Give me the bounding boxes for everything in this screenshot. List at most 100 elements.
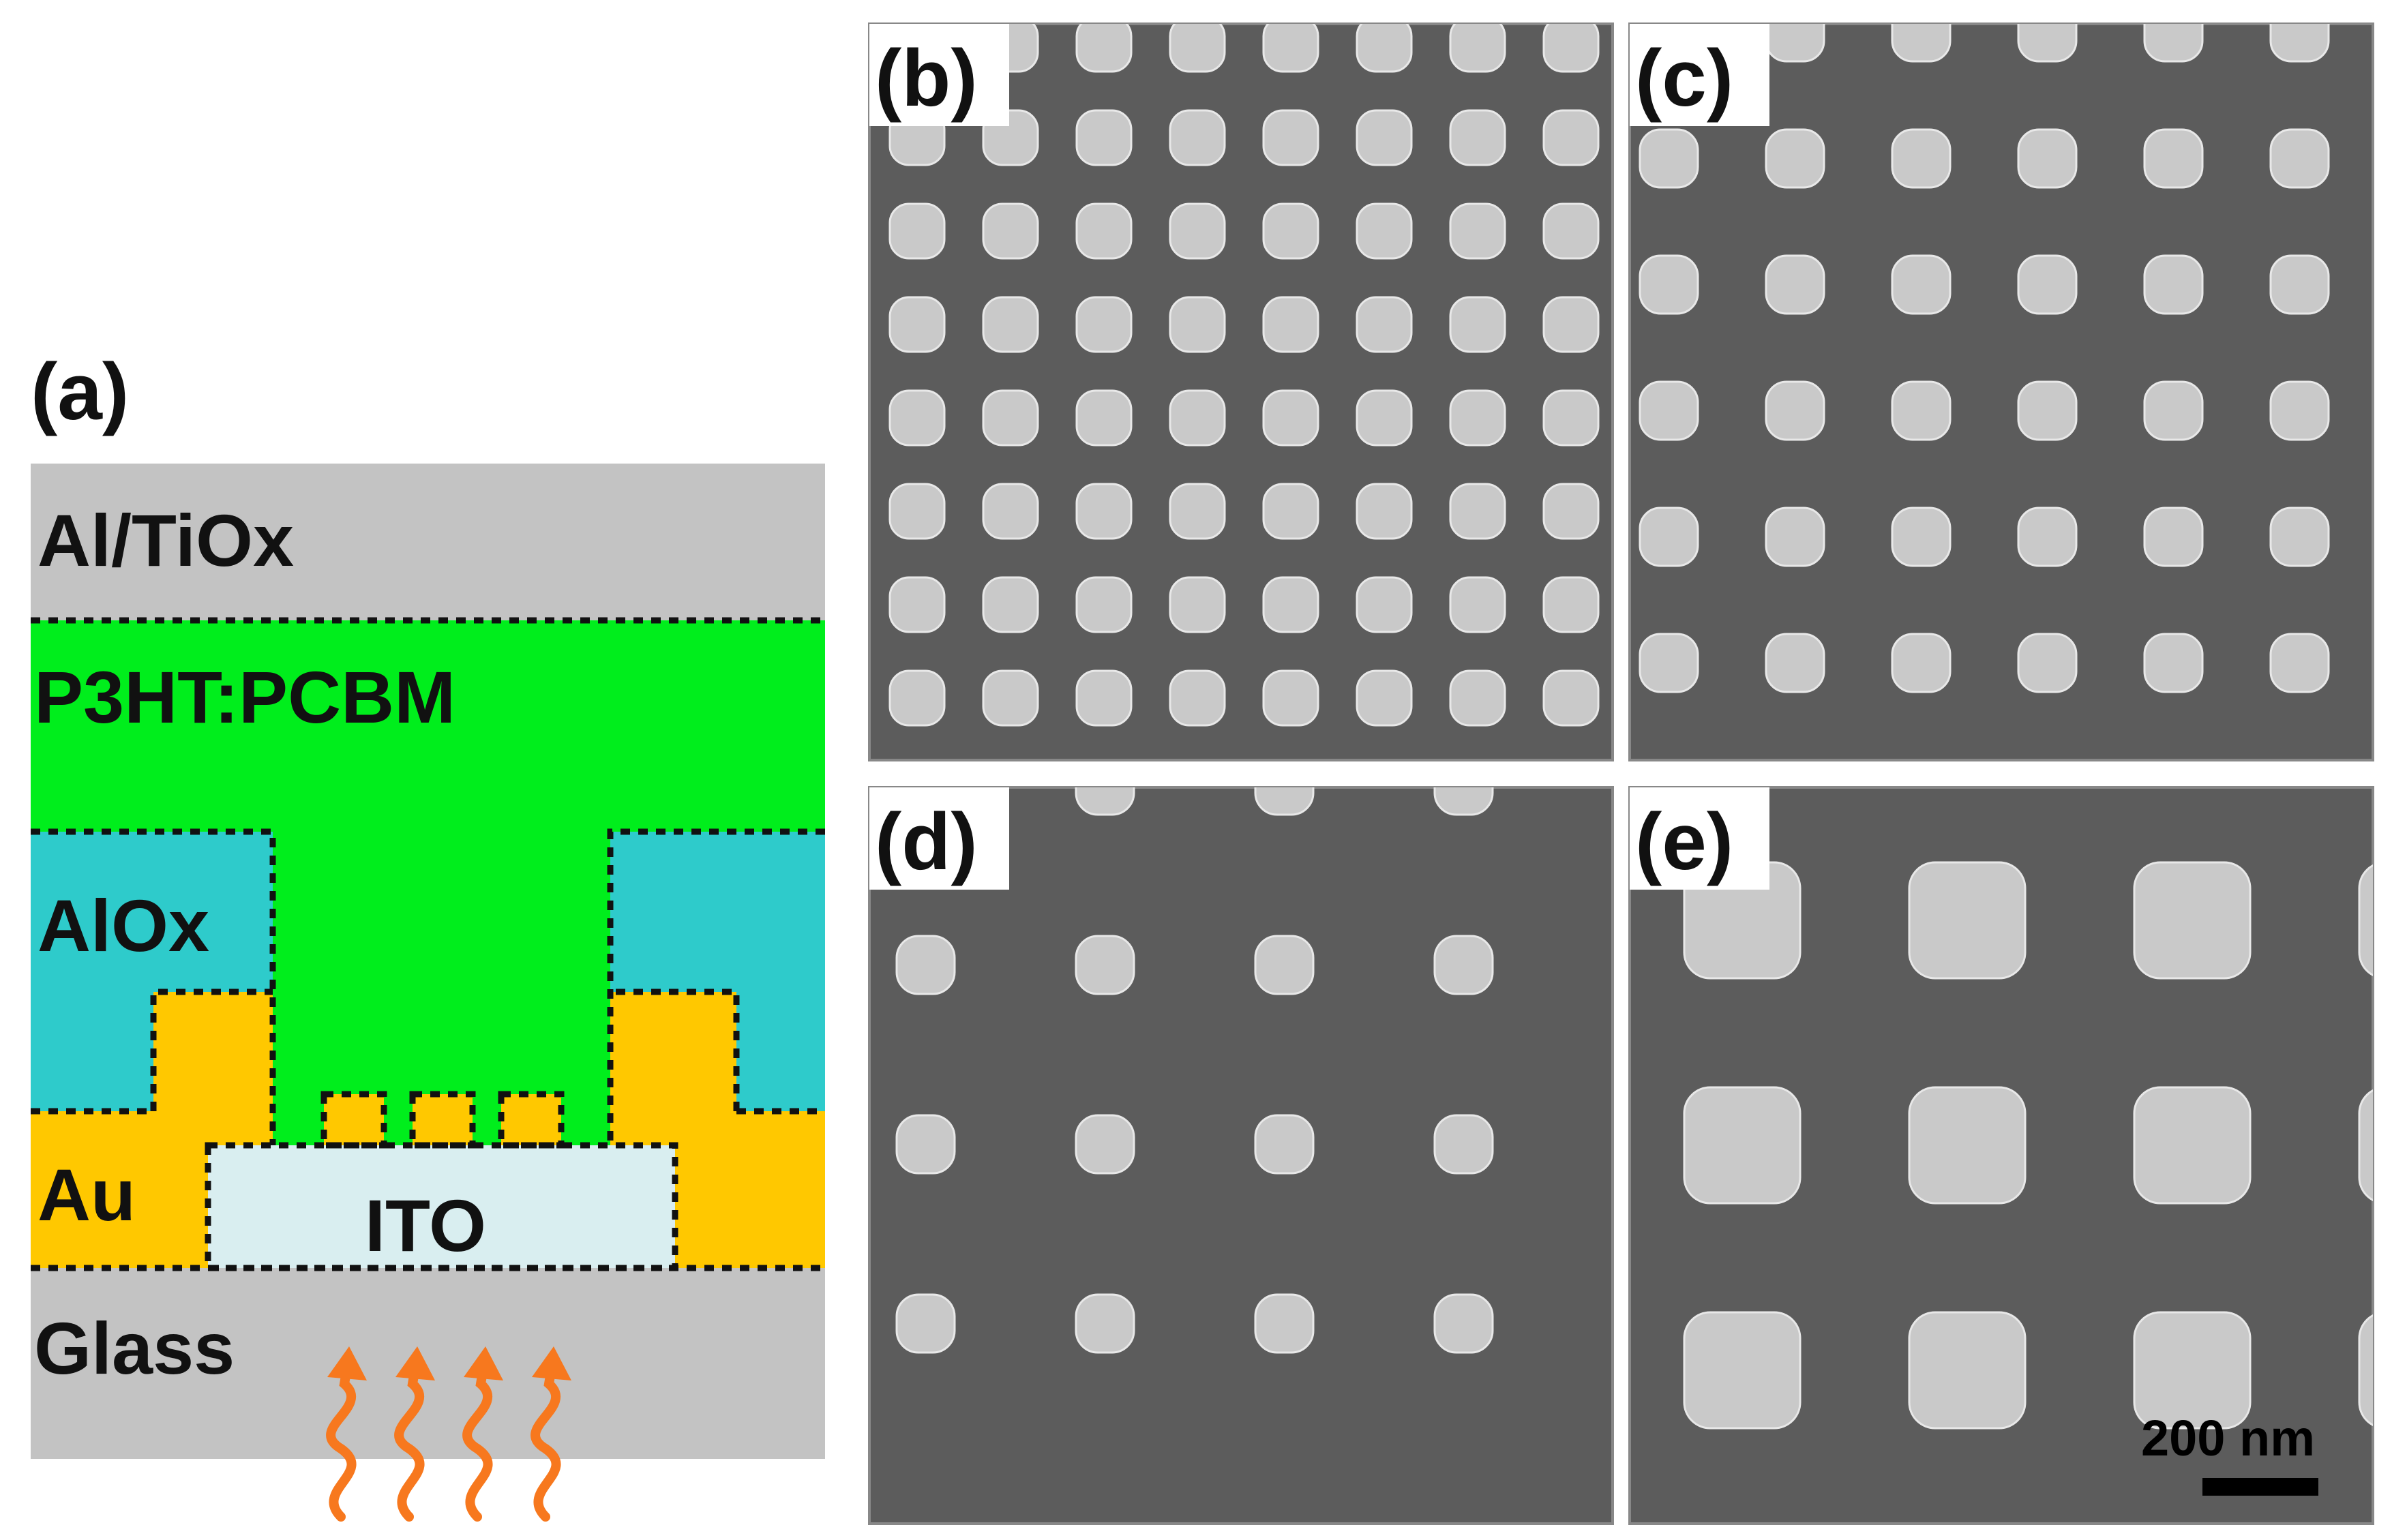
sem-panel-label-background: [1630, 787, 1769, 890]
nanoparticle: [982, 202, 1039, 260]
sem-panel-label-text: (b): [875, 33, 978, 123]
nanoparticle: [1075, 576, 1133, 633]
nanoparticle: [1075, 935, 1135, 995]
nanoparticle: [1075, 787, 1135, 816]
sem-panel-label: (e): [1630, 787, 1769, 890]
nanoparticle: [1542, 576, 1600, 633]
sem-panel: (b): [868, 22, 1614, 761]
nanoparticle: [982, 296, 1039, 353]
nanoparticle: [1639, 633, 1699, 693]
nanoparticle: [2269, 128, 2330, 189]
nanoparticle: [1542, 483, 1600, 540]
nanoparticle: [888, 669, 946, 727]
nanoparticle: [1542, 296, 1600, 353]
light-arrowhead: [395, 1346, 435, 1380]
nanoparticle: [1449, 24, 1506, 73]
label-au: Au: [38, 1153, 136, 1236]
sem-panel-label-text: (d): [875, 797, 978, 887]
nanoparticle: [1639, 128, 1699, 189]
nanoparticle: [1169, 109, 1226, 166]
nanoparticle: [2133, 1311, 2252, 1430]
au-nanostructure: [501, 1094, 561, 1145]
nanoparticle: [2269, 633, 2330, 693]
nanoparticle: [1262, 24, 1319, 73]
nanoparticle: [1262, 296, 1319, 353]
nanoparticle: [888, 296, 946, 353]
sem-panel-label-background: [869, 24, 1009, 126]
nanoparticle: [1542, 109, 1600, 166]
nanoparticle: [888, 202, 946, 260]
nanoparticle: [1254, 1114, 1315, 1175]
nanoparticle: [1765, 633, 1825, 693]
nanoparticle: [1891, 633, 1952, 693]
light-arrowhead: [532, 1346, 571, 1380]
nanoparticle: [1356, 296, 1413, 353]
nanoparticle: [1542, 202, 1600, 260]
nanoparticle: [888, 389, 946, 447]
panel-a-label: (a): [31, 347, 129, 437]
nanoparticle: [1075, 1293, 1135, 1354]
layer-au-right: [610, 992, 825, 1268]
nanoparticle: [1639, 380, 1699, 441]
nanoparticle: [982, 669, 1039, 727]
nanoparticle: [2017, 128, 2078, 189]
sem-panel: (e): [1628, 786, 2374, 1525]
light-arrow: [530, 1359, 561, 1522]
nanoparticle: [1433, 1114, 1494, 1175]
nanoparticle: [1449, 483, 1506, 540]
nanoparticle: [982, 389, 1039, 447]
au-nanostructure: [324, 1094, 384, 1145]
nanoparticle: [1356, 483, 1413, 540]
nanoparticle: [2143, 24, 2204, 63]
nanoparticle: [1449, 389, 1506, 447]
nanoparticle: [2143, 254, 2204, 315]
layer-boundaries: [31, 617, 825, 1271]
nanoparticle: [1765, 24, 1825, 63]
nanoparticle: [1891, 254, 1952, 315]
panel-a-device-schematic: (a): [31, 347, 825, 1522]
sem-panel-label: (d): [869, 787, 1009, 890]
light-arrow: [394, 1359, 425, 1522]
nanoparticle: [1169, 669, 1226, 727]
nanoparticle: [2269, 254, 2330, 315]
nanoparticle: [1908, 1086, 2027, 1205]
nanoparticle: [1765, 507, 1825, 567]
nanoparticle: [1433, 935, 1494, 995]
sem-particle-array: [895, 787, 1494, 1354]
nanoparticle: [1542, 24, 1600, 73]
label-ito: ITO: [365, 1184, 486, 1267]
nanoparticle: [1765, 254, 1825, 315]
layer-p3ht-pcbm: [31, 620, 825, 832]
nanoparticle: [1433, 787, 1494, 816]
nanoparticle: [1075, 389, 1133, 447]
nanoparticle: [2358, 1089, 2373, 1202]
layer-alox-right: [610, 832, 825, 1111]
sem-panel-label-background: [1630, 24, 1769, 126]
au-nanostructure: [413, 1094, 473, 1145]
nanoparticle: [1683, 1311, 1802, 1430]
nanoparticle: [982, 483, 1039, 540]
nanoparticle: [1356, 669, 1413, 727]
nanoparticle: [1254, 787, 1315, 816]
nanoparticle: [2017, 507, 2078, 567]
nanoparticle: [1262, 109, 1319, 166]
sem-panel-label-text: (c): [1635, 33, 1733, 123]
nanoparticle: [1433, 1293, 1494, 1354]
scalebar-label: 200 nm: [2141, 1410, 2315, 1466]
label-al-tiox: Al/TiOx: [38, 499, 294, 582]
nanoparticle: [1765, 128, 1825, 189]
nanoparticle: [2269, 507, 2330, 567]
nanoparticle: [1169, 24, 1226, 73]
nanoparticle: [1356, 576, 1413, 633]
nanoparticle: [1356, 24, 1413, 73]
layer-ito: [208, 1145, 675, 1268]
nanoparticle: [1262, 576, 1319, 633]
sem-panel-label-background: [869, 787, 1009, 890]
nanoparticle: [2358, 1314, 2373, 1427]
nanoparticle: [2017, 254, 2078, 315]
nanoparticle: [895, 1114, 956, 1175]
nanoparticle: [1075, 24, 1133, 73]
nanoparticle: [2143, 633, 2204, 693]
nanoparticle: [2017, 380, 2078, 441]
sem-image-background: [1628, 22, 2374, 761]
